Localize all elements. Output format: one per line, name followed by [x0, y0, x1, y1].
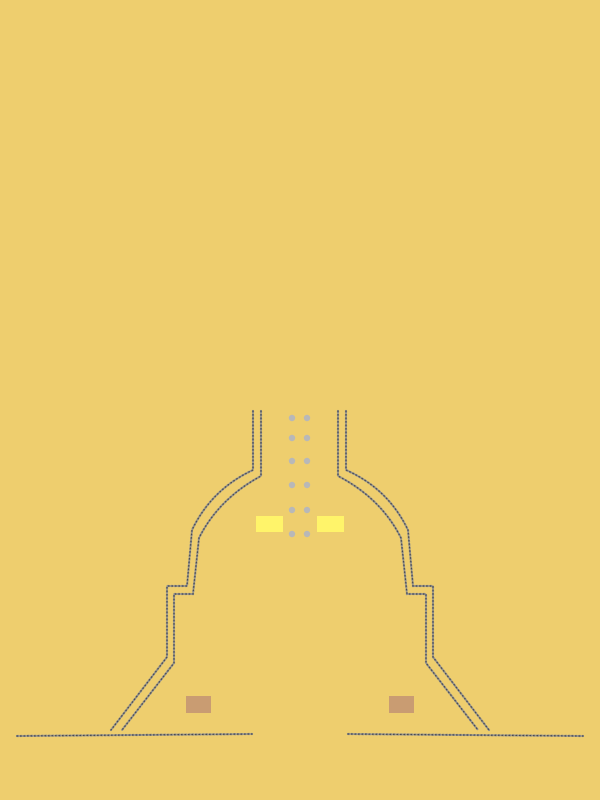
peg: [303, 457, 311, 465]
left-yellow-target: [256, 516, 283, 532]
left-outer-wall: [109, 409, 255, 732]
peg: [303, 530, 311, 538]
peg: [288, 457, 296, 465]
peg: [288, 506, 296, 514]
left-inner-wall-dark: [121, 410, 262, 731]
right-yellow-target: [317, 516, 344, 532]
peg: [288, 434, 296, 442]
right-outer-wall-dark: [345, 410, 490, 731]
peg: [288, 530, 296, 538]
peg: [303, 481, 311, 489]
peg: [303, 434, 311, 442]
yellow-targets: [256, 516, 344, 532]
left-outer-wall-dark: [110, 410, 254, 731]
right-outer-wall: [344, 409, 491, 732]
right-floor-line-dark: [347, 733, 584, 737]
left-brown-block: [186, 696, 211, 713]
left-floor-line-dark: [16, 733, 253, 737]
track-walls: [15, 409, 585, 738]
peg: [303, 506, 311, 514]
peg: [288, 414, 296, 422]
peg: [288, 481, 296, 489]
right-inner-wall: [336, 409, 480, 732]
right-inner-wall-dark: [337, 410, 479, 731]
brown-blocks: [186, 696, 414, 713]
peg: [303, 414, 311, 422]
right-brown-block: [389, 696, 414, 713]
center-pegs: [288, 414, 311, 538]
left-inner-wall: [120, 409, 263, 732]
